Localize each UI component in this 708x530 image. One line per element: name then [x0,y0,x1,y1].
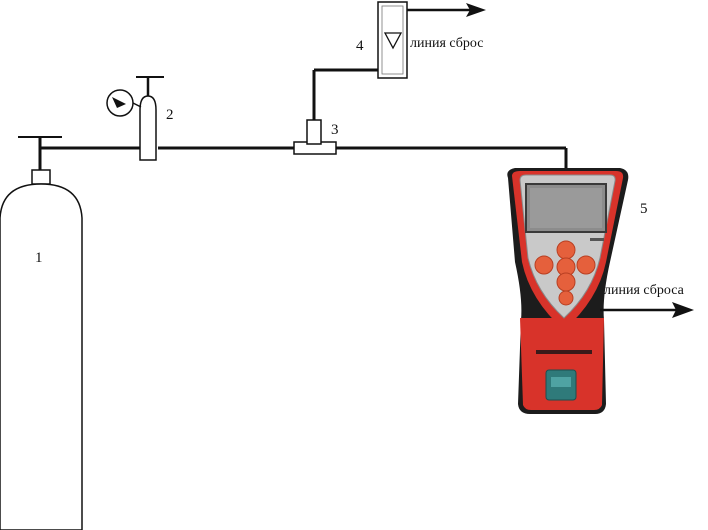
rotameter: 4 линия сброс [356,1,486,79]
vent-device-label: линия сброса [604,283,685,298]
label-reducer: 2 [166,107,174,123]
label-rotameter: 4 [356,38,364,54]
key-up [556,240,576,260]
cylinder-neck [31,169,51,185]
tee-vertical [306,119,322,145]
device-badge-inner [551,377,571,387]
rotameter-tube [381,5,404,75]
rotameter-body [377,1,408,79]
key-right [576,255,596,275]
key-power [558,290,574,306]
gas-pipes [40,68,568,170]
vent-top-label: линия сброс [410,36,483,51]
device-screen-glass [530,188,602,228]
device-lower-body [520,318,604,410]
pressure-reducer: 2 [106,76,174,161]
device-brand-mark [590,238,604,241]
gauge-connector [132,102,142,108]
vent-device-arrow-icon [672,302,694,318]
key-left [534,255,554,275]
gas-cylinder: 1 [0,136,83,530]
rotameter-float-icon [383,32,403,50]
device-label-stripe [536,350,592,354]
gauge-needle [112,97,126,108]
gas-analyzer-device: 5 линия сброса [507,168,694,414]
tee-connector: 3 [293,119,339,155]
cylinder-body [0,183,83,530]
device-keypad [534,240,596,306]
key-down [556,272,576,292]
label-tee: 3 [331,122,339,138]
vent-top-arrow-icon [466,3,486,17]
label-device: 5 [640,201,648,217]
label-cylinder: 1 [35,250,43,266]
reducer-body [139,95,157,161]
